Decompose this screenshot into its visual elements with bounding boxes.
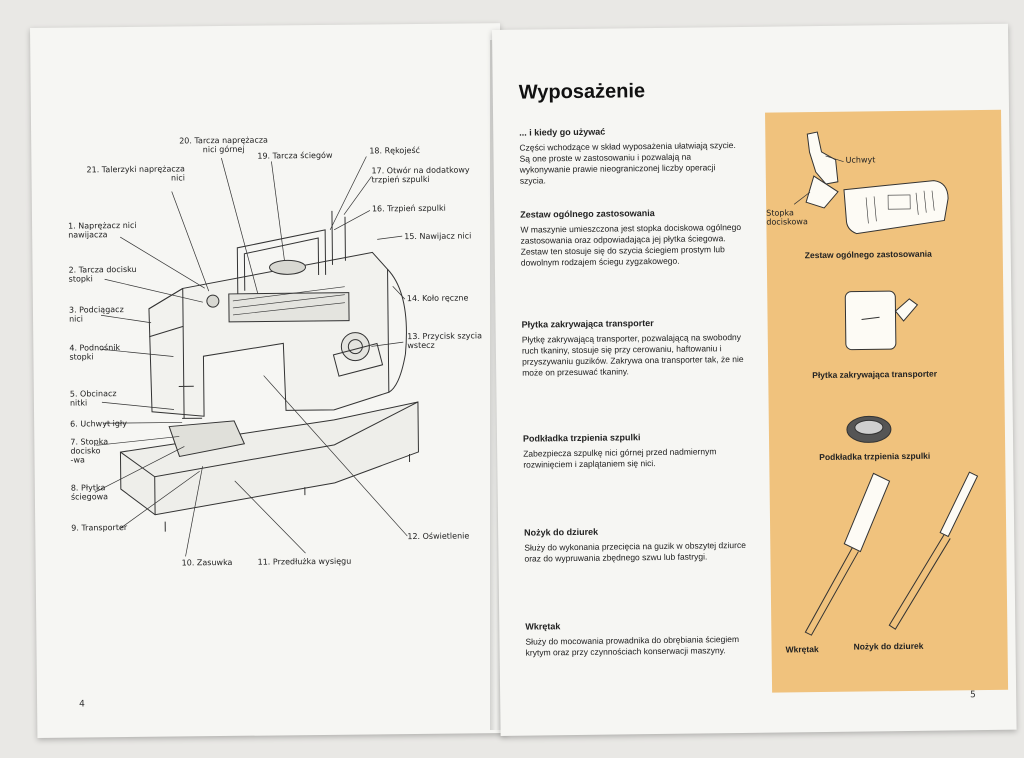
caption-podkladka: Podkładka trzpienia szpulki bbox=[819, 450, 931, 463]
callout-6: 6. Uchwyt igły bbox=[70, 419, 127, 429]
callout-19: 19. Tarcza ściegów bbox=[257, 150, 333, 161]
section-body: Części wchodzące w skład wyposażenia uła… bbox=[519, 140, 736, 186]
callout-4: 4. Podnośnik stopki bbox=[69, 343, 121, 362]
callout-12: 12. Oświetlenie bbox=[407, 531, 470, 542]
callout-18: 18. Rękojeść bbox=[369, 145, 421, 156]
caption-plytka: Płytka zakrywająca transporter bbox=[812, 368, 938, 381]
callout-21: 21. Talerzyki naprężacza nici bbox=[86, 164, 185, 183]
section-heading: Nożyk do dziurek bbox=[524, 526, 599, 538]
sewing-machine-illustration bbox=[94, 156, 419, 557]
section-podkladka: Podkładka trzpienia szpulki Zabezpiecza … bbox=[523, 431, 745, 471]
callout-17: 17. Otwór na dodatkowy trzpień szpulki bbox=[371, 165, 470, 185]
callout-1: 1. Naprężacz nici nawijacza bbox=[68, 220, 137, 240]
section-heading: ... i kiedy go używać bbox=[519, 126, 606, 138]
page-number-right: 5 bbox=[970, 690, 976, 701]
section-heading: Zestaw ogólnego zastosowania bbox=[520, 208, 655, 220]
callout-2: 2. Tarcza docisku stopki bbox=[68, 264, 137, 284]
callout-5: 5. Obcinacz nitki bbox=[69, 389, 117, 408]
callout-13: 13. Przycisk szycia wstecz bbox=[407, 331, 483, 351]
section-heading: Podkładka trzpienia szpulki bbox=[522, 432, 641, 444]
section-nozyk: Nożyk do dziurek Służy do wykonania prze… bbox=[524, 525, 746, 565]
page-title: Wyposażenie bbox=[518, 80, 646, 104]
section-plytka: Płytka zakrywająca transporter Płytkę za… bbox=[522, 317, 745, 379]
section-heading: Wkrętak bbox=[525, 621, 561, 632]
callout-9: 9. Transporter bbox=[71, 523, 128, 533]
callout-14: 14. Koło ręczne bbox=[406, 293, 469, 304]
label-stopka: Stopka dociskowa bbox=[766, 208, 808, 227]
label-uchwyt: Uchwyt bbox=[845, 155, 876, 165]
callout-8: 8. Płytka ściegowa bbox=[70, 483, 109, 502]
section-body: Służy do mocowania prowadnika do obrębia… bbox=[525, 634, 740, 658]
callout-11: 11. Przedłużka wysięgu bbox=[257, 556, 352, 567]
callout-15: 15. Nawijacz nici bbox=[404, 231, 472, 242]
callout-3: 3. Podciągacz nici bbox=[68, 305, 124, 324]
caption-nozyk: Nożyk do dziurek bbox=[853, 640, 924, 652]
section-body: W maszynie umieszczona jest stopka docis… bbox=[520, 221, 742, 268]
caption-zestaw: Zestaw ogólnego zastosowania bbox=[804, 248, 932, 261]
section-body: Służy do wykonania przecięcia na guzik w… bbox=[524, 539, 746, 564]
caption-wkretak: Wkrętak bbox=[785, 644, 819, 655]
section-wkretak: Wkrętak Służy do mocowania prowadnika do… bbox=[525, 619, 747, 659]
section-body: Zabezpiecza szpulkę nici górnej przed na… bbox=[523, 446, 717, 470]
section-intro: ... i kiedy go używać Części wchodzące w… bbox=[519, 125, 742, 187]
page-number-left: 4 bbox=[79, 699, 85, 710]
left-page: 20. Tarcza naprężacza nici górnej 21. Ta… bbox=[30, 23, 508, 738]
callout-10: 10. Zasuwka bbox=[181, 557, 233, 568]
accessories-panel: Uchwyt Stopka dociskowa Zestaw ogólnego … bbox=[765, 109, 1009, 693]
section-zestaw: Zestaw ogólnego zastosowania W maszynie … bbox=[520, 207, 743, 269]
callout-20: 20. Tarcza naprężacza nici górnej bbox=[179, 135, 268, 155]
section-heading: Płytka zakrywająca transporter bbox=[521, 318, 654, 330]
right-page: Wyposażenie ... i kiedy go używać Części… bbox=[492, 23, 1017, 736]
callout-16: 16. Trzpień szpulki bbox=[371, 203, 446, 214]
callout-7: 7. Stopka docisko -wa bbox=[70, 437, 109, 465]
accessories-illustration bbox=[793, 131, 979, 636]
section-body: Płytkę zakrywającą transporter, pozwalaj… bbox=[521, 331, 744, 378]
